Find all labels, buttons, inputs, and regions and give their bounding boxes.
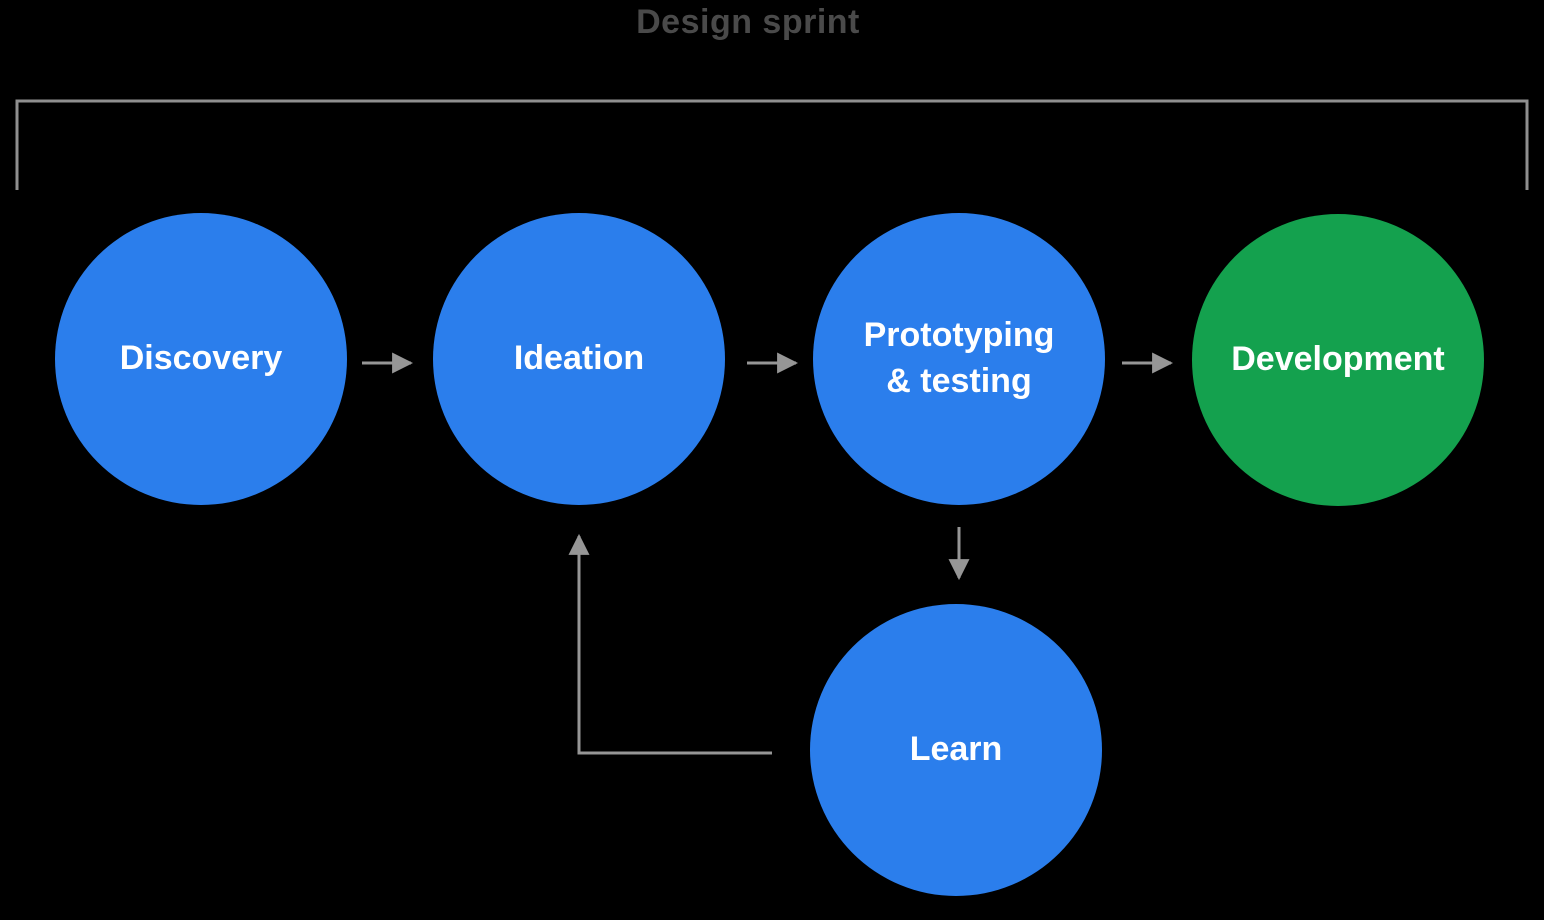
node-learn: Learn xyxy=(810,604,1102,896)
node-ideation: Ideation xyxy=(433,213,725,505)
node-prototyping-testing-label: Prototyping & testing xyxy=(863,316,1055,400)
node-development-label: Development xyxy=(1231,340,1445,379)
design-sprint-bracket xyxy=(15,99,1529,190)
diagram-title: Design sprint xyxy=(636,3,860,41)
node-learn-label: Learn xyxy=(909,730,1003,769)
node-discovery: Discovery xyxy=(55,213,347,505)
node-prototyping-testing: Prototyping & testing xyxy=(813,213,1105,505)
node-development: Development xyxy=(1192,214,1484,506)
node-discovery-label: Discovery xyxy=(119,339,283,378)
node-ideation-label: Ideation xyxy=(513,339,645,378)
edge-learn-ideation xyxy=(568,533,772,755)
